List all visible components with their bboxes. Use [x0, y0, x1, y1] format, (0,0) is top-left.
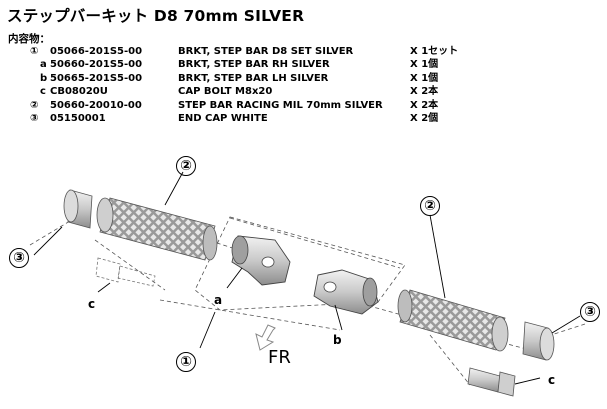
part-mark: b [40, 72, 48, 84]
part-number: 50660-201S5-00 [50, 59, 143, 71]
part-quantity: X 2本 [410, 99, 439, 111]
part-number: 05150001 [50, 112, 106, 124]
fr-direction-arrow [255, 324, 276, 351]
callout-end-cap-left: ③ [9, 248, 29, 268]
bolt-left [95, 257, 156, 287]
part-mark: ① [30, 46, 39, 57]
part-number: 05066-201S5-00 [50, 46, 143, 57]
part-description: BRKT, STEP BAR D8 SET SILVER [178, 46, 354, 57]
step-bar-right [397, 289, 509, 352]
part-quantity: X 2本 [410, 86, 439, 98]
part-description: BRKT, STEP BAR LH SILVER [178, 72, 329, 84]
contents-label: 内容物： [8, 33, 50, 45]
bracket-a [231, 235, 291, 286]
callout-end-cap-right: ③ [580, 302, 600, 322]
part-mark: a [40, 59, 47, 71]
part-quantity: X 1セット [410, 46, 459, 57]
part-mark: ② [30, 99, 39, 111]
part-description: END CAP WHITE [178, 112, 268, 124]
part-quantity: X 1個 [410, 72, 439, 84]
callout-bolt-right: c [548, 373, 556, 387]
step-bar-left [96, 197, 218, 261]
part-number: CB08020U [50, 86, 108, 98]
callout-bolt-left: c [88, 297, 96, 311]
part-description: STEP BAR RACING MIL 70mm SILVER [178, 99, 383, 111]
end-cap-left [63, 189, 93, 229]
bolt-right [467, 367, 516, 397]
page-title: ステップバーキット D8 70mm SILVER [7, 7, 305, 25]
part-description: BRKT, STEP BAR RH SILVER [178, 59, 330, 71]
callout-step-bar-left: ② [176, 156, 196, 176]
end-cap-right [522, 321, 555, 361]
callout-step-bar-right: ② [420, 196, 440, 216]
bracket-b [313, 269, 379, 315]
direction-label: FR [268, 347, 291, 368]
part-quantity: X 1個 [410, 59, 439, 71]
callout-bracket-set: ① [176, 352, 196, 372]
part-description: CAP BOLT M8x20 [178, 86, 273, 98]
part-number: 50665-201S5-00 [50, 72, 143, 84]
part-mark: c [40, 86, 46, 98]
callout-bracket-a: a [214, 293, 223, 307]
part-number: 50660-20010-00 [50, 99, 142, 111]
callout-bracket-b: b [333, 333, 342, 347]
part-quantity: X 2個 [410, 112, 439, 124]
part-mark: ③ [30, 112, 39, 124]
